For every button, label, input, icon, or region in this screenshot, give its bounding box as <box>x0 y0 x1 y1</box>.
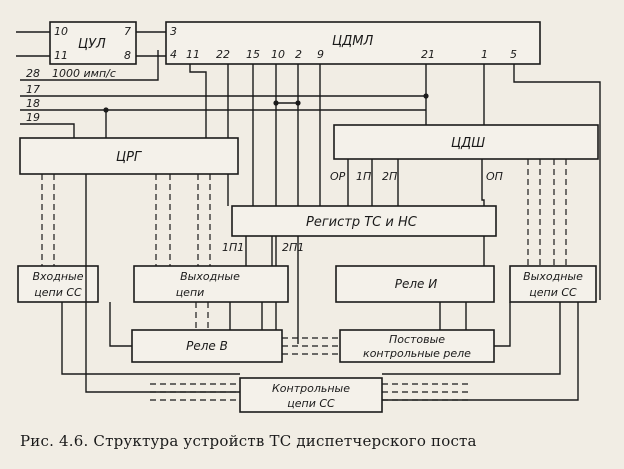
cdml-pin-21: 21 <box>421 48 435 61</box>
cdml-pin-4: 4 <box>170 48 177 61</box>
wire-pin-11 <box>189 64 207 138</box>
input-circuits-label-2: цепи СС <box>34 286 82 299</box>
line-19-wire <box>20 123 75 138</box>
pin-op: ОР <box>330 170 346 183</box>
cdml-pin-9: 9 <box>317 48 324 61</box>
cdml-pin-10: 10 <box>271 48 285 61</box>
control-circuits-block <box>239 377 383 413</box>
cul-pin-7: 7 <box>124 25 131 38</box>
wire-output-control-2 <box>382 302 579 401</box>
pin-2p: 2П <box>382 170 397 183</box>
dash-crg-output-a <box>155 174 171 266</box>
wire-relay-v-left <box>109 302 132 347</box>
line-17-label: 17 <box>26 83 40 96</box>
post-control-relay-block <box>339 329 495 363</box>
output-circuits-left-label-2: цепи <box>176 286 205 299</box>
wire-relay-i-post <box>439 302 467 330</box>
wire-output-relay-v <box>229 302 263 330</box>
cul-pin-11: 11 <box>54 49 68 62</box>
junction-18 <box>103 107 109 113</box>
figure-caption: Рис. 4.6. Структура устройств ТС диспетч… <box>20 432 477 450</box>
line-18-label: 18 <box>26 97 40 110</box>
post-control-relay-label-2: контрольные реле <box>363 347 471 360</box>
cdml-pin-5: 5 <box>510 48 517 61</box>
register-label: Регистр ТС и НС <box>306 215 418 230</box>
dash-crg-input <box>41 174 55 266</box>
line-28-label: 28 <box>26 67 40 80</box>
dash-cdsh-output-a <box>527 159 541 266</box>
cdml-pin-22: 22 <box>216 48 230 61</box>
dash-cdsh-output-b <box>553 159 567 266</box>
dash-output-relay-v <box>195 302 209 330</box>
relay-i-label: Реле И <box>395 277 437 291</box>
cdsh-block <box>333 124 599 160</box>
cdml-label: ЦДМЛ <box>332 34 373 49</box>
input-circuits-label-1: Входные <box>32 270 83 283</box>
relay-i-block <box>335 265 495 303</box>
wire-pin-5 <box>513 64 601 300</box>
cdml-pin-3: 3 <box>170 25 177 38</box>
output-circuits-left-label-1: Выходные <box>180 270 240 283</box>
cdml-pin-2: 2 <box>295 48 302 61</box>
freq-label: 1000 имп/с <box>52 67 116 80</box>
pin-1p: 1П <box>356 170 371 183</box>
junction-17 <box>423 93 429 99</box>
wire-input-control <box>61 302 240 375</box>
output-circuits-right-label-1: Выходные <box>523 270 583 283</box>
pin-op2: ОП <box>486 170 503 183</box>
cul-pin-8: 8 <box>124 49 131 62</box>
cdml-pin-1: 1 <box>481 48 488 61</box>
output-circuits-left-block <box>133 265 289 303</box>
pin-1p1: 1П1 <box>222 241 244 254</box>
cdml-block <box>165 21 541 65</box>
cul-label: ЦУЛ <box>78 37 106 52</box>
register-output-wires <box>245 236 273 266</box>
wire-post-right <box>494 302 511 347</box>
block-diagram: ЦУЛ 10 11 7 8 ЦДМЛ 3 4 11 22 15 10 2 9 2… <box>16 21 601 413</box>
cdml-pin-15: 15 <box>246 48 260 61</box>
control-circuits-label-2: цепи СС <box>287 397 335 410</box>
cdml-pin-11: 11 <box>186 48 200 61</box>
output-circuits-right-block <box>509 265 597 303</box>
cul-output-wires <box>136 31 166 57</box>
cul-input-wires <box>16 31 50 57</box>
line-19-label: 19 <box>26 111 40 124</box>
crg-label: ЦРГ <box>116 150 143 165</box>
line-28-wire <box>20 74 159 81</box>
relay-v-label: Реле В <box>186 339 228 353</box>
cdsh-label: ЦДШ <box>451 136 485 151</box>
input-circuits-block <box>17 265 99 303</box>
post-control-relay-label-1: Постовые <box>389 333 445 346</box>
output-circuits-right-label-2: цепи СС <box>529 286 577 299</box>
control-circuits-label-1: Контрольные <box>272 382 350 395</box>
wire-output-control <box>382 302 561 375</box>
dash-crg-output-b <box>197 174 211 266</box>
dash-relay-v-post <box>282 337 340 355</box>
crg-block <box>19 137 239 175</box>
cul-block <box>49 21 137 65</box>
pin-2p1: 2П1 <box>282 241 304 254</box>
cdsh-register-wires <box>347 159 399 206</box>
wire-crg-control <box>85 174 240 393</box>
dash-control-right <box>382 383 470 401</box>
register-block <box>231 205 497 237</box>
cul-pin-10: 10 <box>54 25 68 38</box>
